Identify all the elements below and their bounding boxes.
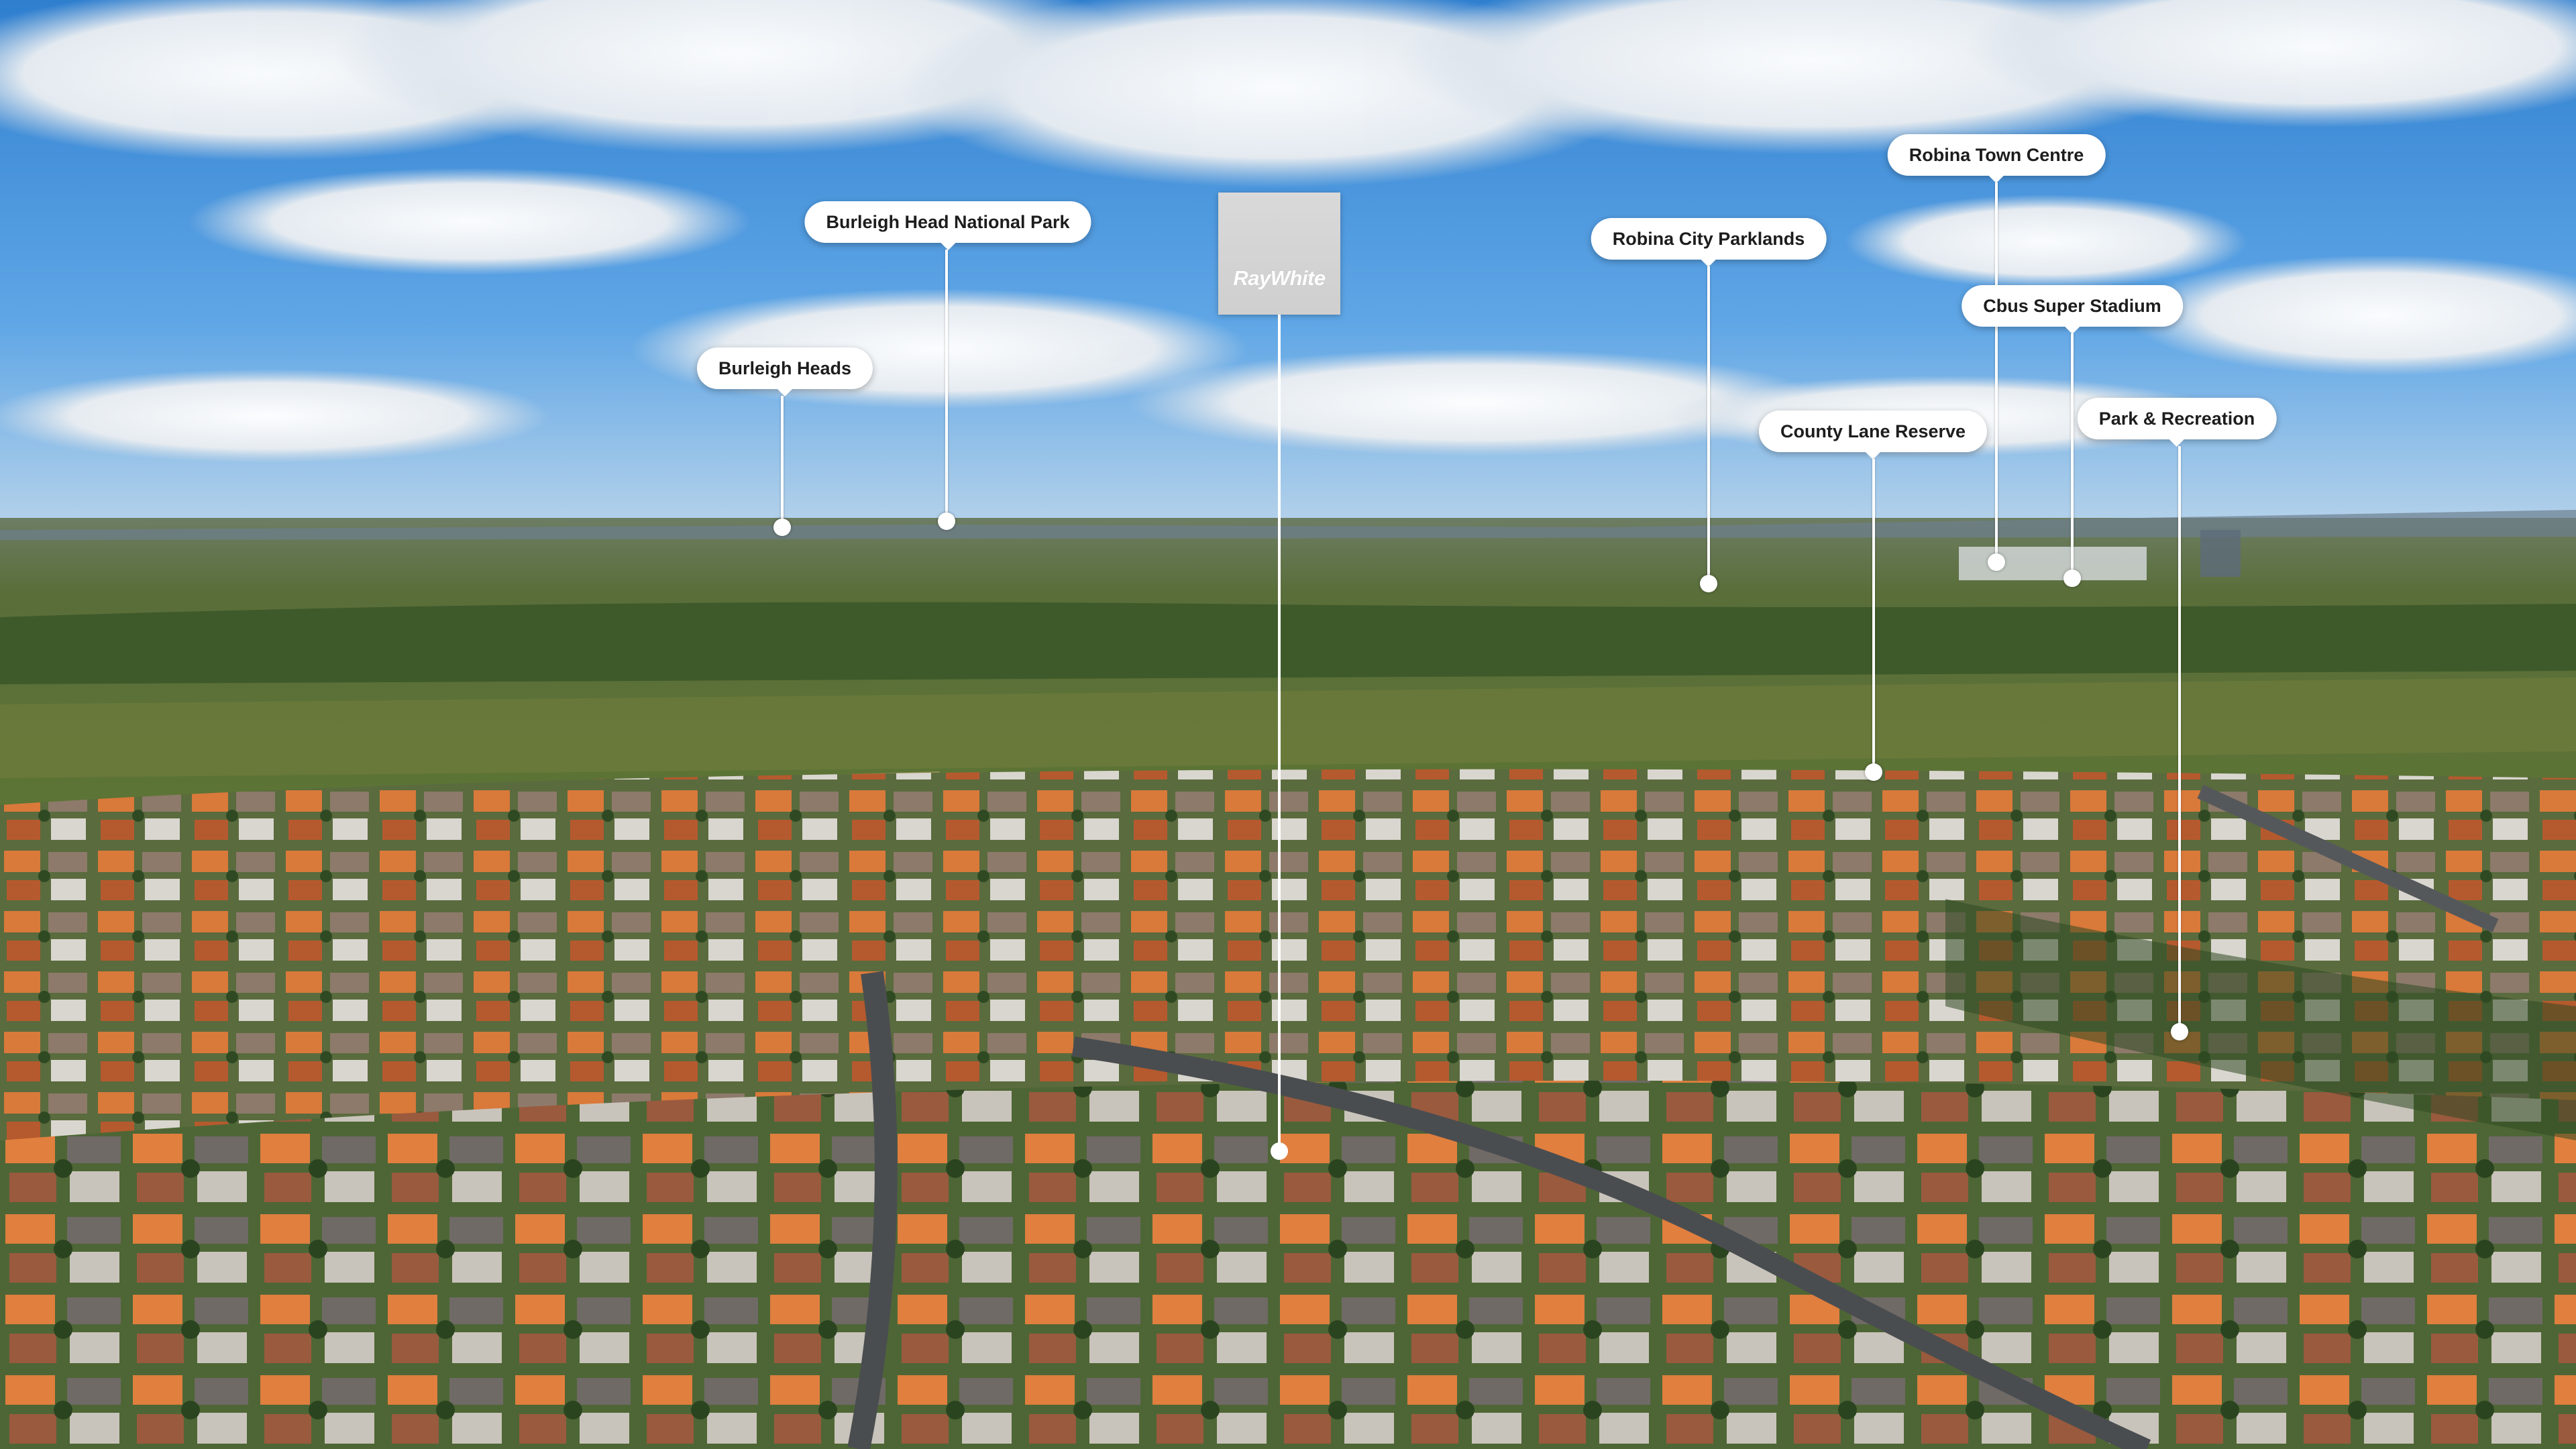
callout-dot xyxy=(2063,570,2081,587)
callout-dot xyxy=(773,519,791,536)
callout-dot xyxy=(938,513,955,530)
raywhite-marker-dot xyxy=(1271,1142,1288,1160)
callout-stem xyxy=(2178,446,2181,1032)
callout-dot xyxy=(1988,553,2005,571)
callout-stem xyxy=(945,250,948,521)
callout-dot xyxy=(1865,763,1882,781)
raywhite-logo-text: RayWhite xyxy=(1233,266,1326,290)
callout-label-burleigh-head-national-park[interactable]: Burleigh Head National Park xyxy=(804,201,1091,250)
callout-label-robina-city-parklands[interactable]: Robina City Parklands xyxy=(1591,218,1827,267)
callout-label-robina-town-centre[interactable]: Robina Town Centre xyxy=(1887,134,2106,183)
raywhite-logo: RayWhite xyxy=(1218,193,1340,315)
callout-label-county-lane-reserve[interactable]: County Lane Reserve xyxy=(1758,411,1988,460)
callout-stem xyxy=(2071,333,2074,578)
callout-stem xyxy=(1995,182,1998,562)
callout-label-park-recreation[interactable]: Park & Recreation xyxy=(2077,398,2277,447)
callout-stem xyxy=(1707,266,1710,584)
callout-dot xyxy=(2171,1023,2188,1040)
callout-label-burleigh-heads[interactable]: Burleigh Heads xyxy=(696,347,873,396)
callout-label-cbus-super-stadium[interactable]: Cbus Super Stadium xyxy=(1962,285,2183,334)
callout-stem xyxy=(1872,459,1875,772)
raywhite-marker-stem xyxy=(1278,315,1281,1151)
callout-dot xyxy=(1700,575,1717,592)
callout-stem xyxy=(781,396,784,527)
